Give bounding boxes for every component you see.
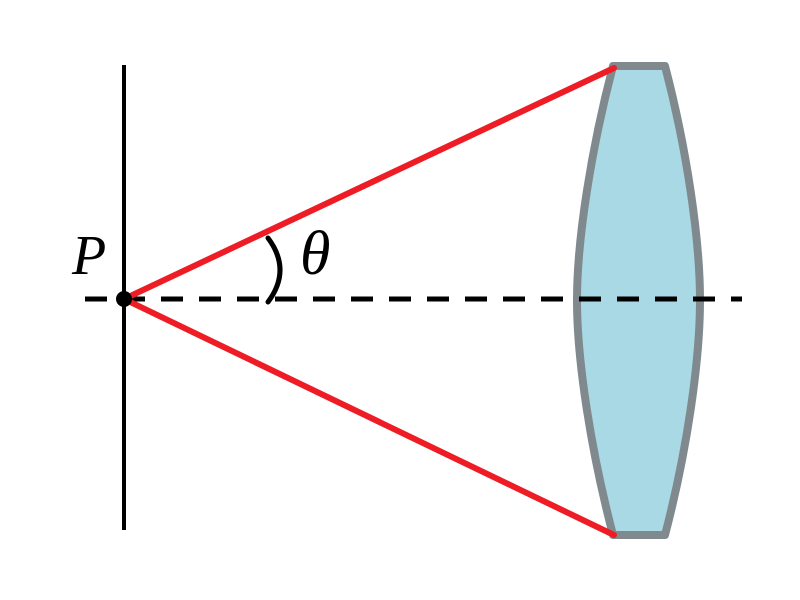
half-angle-arc <box>265 235 283 305</box>
point-source-label: P <box>71 225 106 287</box>
half-angle-label: θ <box>300 220 330 288</box>
upper-marginal-ray <box>121 65 617 302</box>
lower-marginal-ray <box>121 296 617 538</box>
point-source-dot <box>116 291 132 307</box>
